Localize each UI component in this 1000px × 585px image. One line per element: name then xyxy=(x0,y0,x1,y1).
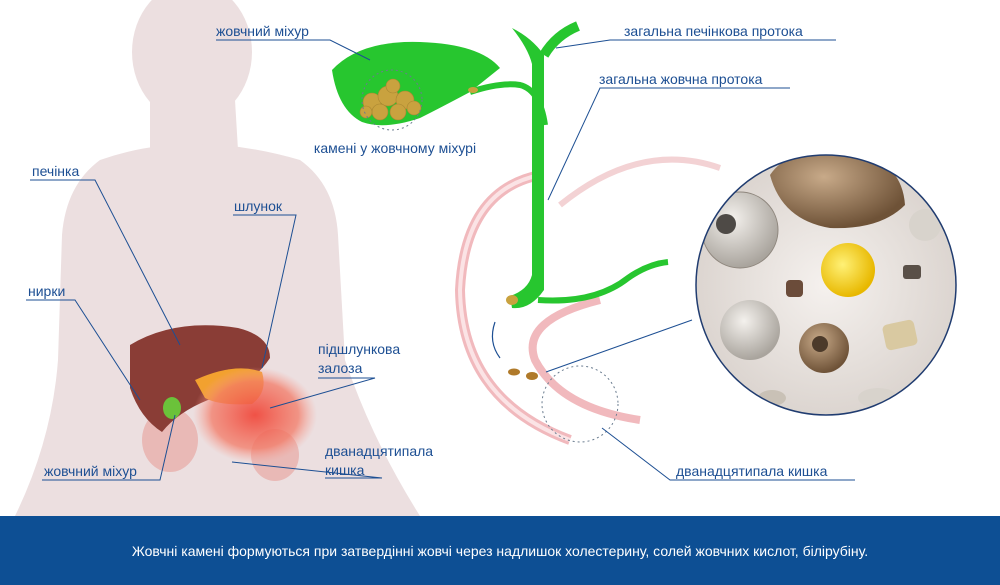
label-liver: печінка xyxy=(32,163,80,179)
diagram-stage: жовчний міхур камені у жовчному міхурі з… xyxy=(15,0,957,516)
caption-text: Жовчні камені формуються при затвердінні… xyxy=(131,542,869,559)
pancreatic-duct-shape xyxy=(537,259,669,304)
flow-arrow xyxy=(491,321,501,359)
zoom-inset xyxy=(695,154,957,416)
gallbladder-shape-small xyxy=(163,397,181,419)
label-gallstones-in-bladder: камені у жовчному міхурі xyxy=(313,140,477,156)
label-gallbladder-bottom: жовчний міхур xyxy=(44,463,137,479)
leader-lines xyxy=(26,39,855,481)
gallstones-diagram xyxy=(15,0,957,516)
label-gallbladder-top: жовчний міхур xyxy=(216,23,309,39)
label-pancreas: підшлункова залоза xyxy=(318,341,401,376)
label-duodenum-right: дванадцятипала кишка xyxy=(676,463,828,479)
gallstones-in-duct xyxy=(468,87,538,380)
stones-highlight-circle xyxy=(361,69,423,131)
label-common-bile-duct: загальна жовчна протока xyxy=(599,71,763,87)
pancreas-shape xyxy=(193,367,317,463)
duodenum-loop xyxy=(454,156,721,445)
abdominal-organs xyxy=(130,325,317,481)
label-duodenum-left: дванадцятипала кишка xyxy=(325,443,434,478)
caption-bar: Жовчні камені формуються при затвердінні… xyxy=(0,516,1000,585)
label-kidneys: нирки xyxy=(28,283,66,299)
duodenum-highlight-circle xyxy=(541,365,619,443)
label-common-hepatic-duct: загальна печінкова протока xyxy=(624,23,803,39)
gallstones-in-bladder xyxy=(359,78,422,121)
common-bile-duct-shape xyxy=(510,28,544,309)
label-stomach: шлунок xyxy=(234,198,283,214)
